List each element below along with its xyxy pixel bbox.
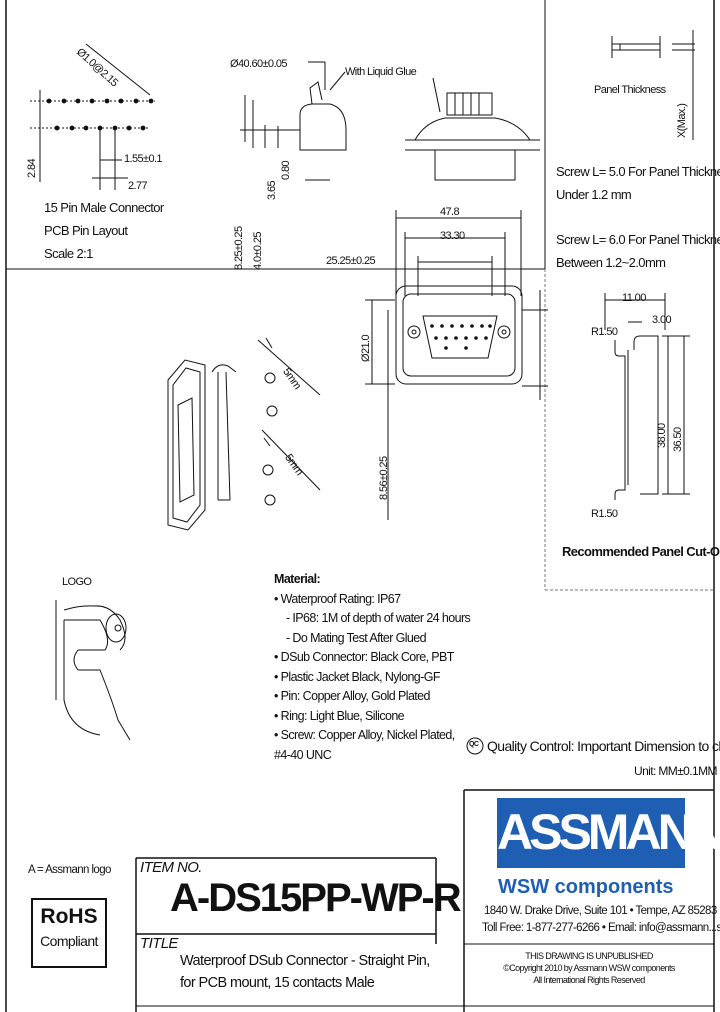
screw-note-1: Screw L= 5.0 For Panel Thickness Under 1… xyxy=(556,160,720,206)
title-label: TITLE xyxy=(140,935,178,952)
pcb-caption-line: PCB Pin Layout xyxy=(44,223,128,238)
front-width-1: 47.8 xyxy=(440,206,460,218)
legal-line: ©Copyright 2010 by Assmann WSW component… xyxy=(503,963,675,973)
pcb-offset-dimension: 2.77 xyxy=(128,180,148,192)
company-sub: WSW components xyxy=(498,876,674,898)
side-dim-3: 3.65 xyxy=(266,180,278,200)
cut-width: 11.00 xyxy=(622,292,646,304)
material-line: - Do Mating Test After Glued xyxy=(286,630,427,645)
side-dim-1: 8.25±0.25 xyxy=(233,226,245,270)
pcb-height-dimension: 2.84 xyxy=(26,158,38,178)
material-heading: Material: xyxy=(274,572,321,586)
pcb-caption-line: Scale 2:1 xyxy=(44,246,93,261)
pcb-spacing-dimension: 1.55±0.1 xyxy=(124,153,163,165)
material-line: #4-40 UNC xyxy=(274,747,332,762)
logo-note: A = Assmann logo xyxy=(28,864,111,876)
rohs-title: RoHS xyxy=(40,905,98,928)
pcb-caption: 15 Pin Male Connector PCB Pin Layout Sca… xyxy=(44,196,164,265)
qc-text: Quality Control: Important Dimension to … xyxy=(487,738,720,754)
screw-note-line: Between 1.2~2.0mm xyxy=(556,255,666,270)
front-width-2: 33.30 xyxy=(440,230,465,242)
title-text: Waterproof DSub Connector - Straight Pin… xyxy=(180,950,430,994)
company-contact: Toll Free: 1-877-277-6266 • Email: info@… xyxy=(482,922,720,934)
company-address: 1840 W. Drake Drive, Suite 101 • Tempe, … xyxy=(484,905,717,917)
material-block: Material: • Waterproof Rating: IP67 - IP… xyxy=(274,570,471,765)
item-number: A-DS15PP-WP-R xyxy=(170,876,462,920)
material-line: - IP68: 1M of depth of water 24 hours xyxy=(286,611,471,625)
side-dim-2: 4.0±0.25 xyxy=(252,232,264,270)
material-line: • Ring: Light Blue, Silicone xyxy=(274,708,405,723)
side-dia-top: Ø40.60±0.05 xyxy=(230,58,288,70)
cut-radius-small: 3.00 xyxy=(652,314,672,326)
panel-xmax-label: X(Max.) xyxy=(676,103,688,138)
screw-note-line: Screw L= 6.0 For Panel Thickness xyxy=(556,232,720,247)
material-line: • DSub Connector: Black Core, PBT xyxy=(274,650,454,664)
side-dim-4: 0.80 xyxy=(280,160,292,180)
logo-label: LOGO xyxy=(62,576,92,588)
company-logo-box xyxy=(497,798,685,868)
panel-thickness-label: Panel Thickness xyxy=(594,84,666,96)
screw-note-2: Screw L= 6.0 For Panel Thickness Between… xyxy=(556,228,720,274)
item-label: ITEM NO. xyxy=(140,859,202,876)
company-legal: THIS DRAWING IS UNPUBLISHED ©Copyright 2… xyxy=(464,950,714,986)
cut-height-outer: 36.50 xyxy=(672,427,684,452)
legal-line: THIS DRAWING IS UNPUBLISHED xyxy=(525,951,653,961)
front-height-1: Ø21.0 xyxy=(360,335,372,362)
rohs-sub: Compliant xyxy=(40,933,98,949)
material-line: • Pin: Copper Alloy, Gold Plated xyxy=(274,689,430,703)
cutout-title: Recommended Panel Cut-Out xyxy=(562,544,720,559)
cut-radius-bottom: R1.50 xyxy=(591,508,618,520)
legal-line: All International Rights Reserved xyxy=(533,975,645,985)
material-line: • Plastic Jacket Black, Nylong-GF xyxy=(274,669,440,684)
side-glue-label: With Liquid Glue xyxy=(345,66,417,78)
rohs-badge: RoHS Compliant xyxy=(31,898,107,968)
screw-note-line: Under 1.2 mm xyxy=(556,187,632,202)
front-height-2: 8.56±0.25 xyxy=(378,456,390,500)
title-line: Waterproof DSub Connector - Straight Pin… xyxy=(180,953,430,969)
front-width-3: 25.25±0.25 xyxy=(326,255,376,267)
cut-radius-top: R1.50 xyxy=(591,326,618,338)
pcb-caption-line: 15 Pin Male Connector xyxy=(44,200,164,215)
material-line: • Screw: Copper Alloy, Nickel Plated, xyxy=(274,728,455,742)
qc-mark: QC xyxy=(469,741,479,748)
material-line: • Waterproof Rating: IP67 xyxy=(274,591,401,606)
cut-height-inner: 38.00 xyxy=(656,423,668,448)
title-line: for PCB mount, 15 contacts Male xyxy=(180,975,375,991)
unit-text: Unit: MM±0.1MM xyxy=(634,764,717,778)
company-logo: ASSMANN xyxy=(497,804,720,860)
screw-note-line: Screw L= 5.0 For Panel Thickness xyxy=(556,164,720,179)
